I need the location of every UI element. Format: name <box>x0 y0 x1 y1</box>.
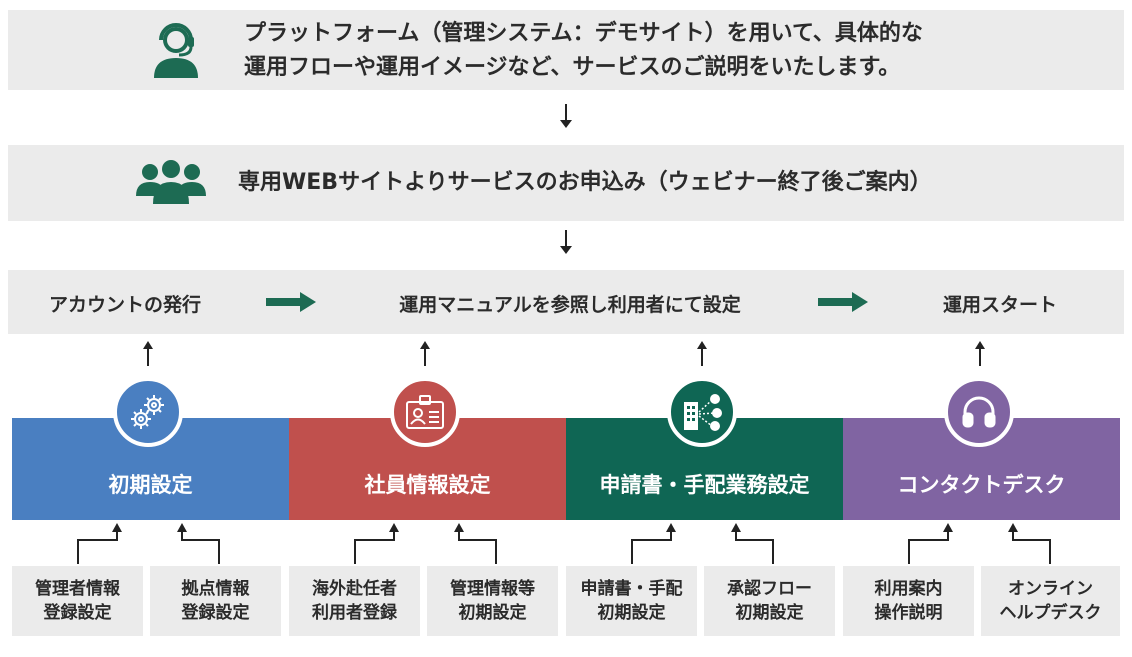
sub-label-line: 海外赴任者 <box>312 579 397 599</box>
sub-label-line: 登録設定 <box>181 603 250 623</box>
intro-line-1: プラットフォーム（管理システム：デモサイト）を用いて、具体的な <box>244 21 923 46</box>
step-start: 運用スタート <box>942 294 1057 316</box>
arrow-right-1 <box>266 292 316 312</box>
sub-label-line: ヘルプデスク <box>999 603 1102 623</box>
sub-expat-registration: 海外赴任者 利用者登録 <box>289 566 420 636</box>
sub-online-helpdesk: オンライン ヘルプデスク <box>981 566 1120 636</box>
sub-approval-flow: 承認フロー 初期設定 <box>704 566 835 636</box>
intro-line-2: 運用フローや運用イメージなど、サービスのご説明をいたします。 <box>244 55 901 80</box>
sub-site-info: 拠点情報 登録設定 <box>150 566 281 636</box>
sub-application-forms: 申請書・手配 初期設定 <box>566 566 697 636</box>
arrow-down-1 <box>560 104 572 128</box>
category-application-setup: 申請書・手配業務設定 <box>566 418 843 520</box>
sub-label-line: 初期設定 <box>458 603 527 623</box>
category-contact-desk: コンタクトデスク <box>843 418 1120 520</box>
headset-person-icon <box>154 23 198 78</box>
steps-bar <box>8 270 1124 334</box>
sub-usage-guide: 利用案内 操作説明 <box>843 566 974 636</box>
arrow-up-4 <box>975 341 985 366</box>
group-icon <box>136 160 206 204</box>
gears-icon <box>131 395 164 429</box>
category-initial-setup-label: 初期設定 <box>108 473 193 497</box>
sub-label-line: 承認フロー <box>727 579 812 599</box>
arrow-up-3 <box>697 341 707 366</box>
id-card-icon <box>406 395 444 429</box>
headphones-icon <box>962 396 996 428</box>
step-user-setup: 運用マニュアルを参照し利用者にて設定 <box>399 294 741 316</box>
arrow-right-2 <box>818 292 868 312</box>
building-network-icon-circle <box>667 377 737 447</box>
id-card-icon-circle <box>390 377 460 447</box>
sub-label-line: 管理者情報 <box>35 579 120 599</box>
application-text: 専用WEBサイトよりサービスのお申込み（ウェビナー終了後ご案内） <box>238 170 932 195</box>
arrow-down-2 <box>560 230 572 254</box>
sub-label-line: 利用者登録 <box>312 603 397 623</box>
sub-label-line: 操作説明 <box>874 603 943 623</box>
headphones-icon-circle <box>944 377 1014 447</box>
sub-label-line: オンライン <box>1008 579 1093 599</box>
sub-label-line: 利用案内 <box>874 579 943 599</box>
gears-icon-circle <box>113 377 183 447</box>
sub-management-info: 管理情報等 初期設定 <box>427 566 558 636</box>
arrow-up-2 <box>420 341 430 366</box>
sub-label-line: 拠点情報 <box>181 579 250 599</box>
sub-label-line: 申請書・手配 <box>580 579 683 599</box>
sub-connectors <box>77 523 1051 564</box>
arrow-up-1 <box>143 341 153 366</box>
sub-label-line: 登録設定 <box>43 603 112 623</box>
category-application-setup-label: 申請書・手配業務設定 <box>599 473 810 497</box>
sub-label-line: 初期設定 <box>597 603 666 623</box>
sub-label-line: 管理情報等 <box>450 579 535 599</box>
sub-label-line: 初期設定 <box>735 603 804 623</box>
step-account-issue: アカウントの発行 <box>48 294 201 316</box>
category-contact-desk-label: コンタクトデスク <box>897 473 1066 497</box>
sub-admin-info: 管理者情報 登録設定 <box>12 566 143 636</box>
building-network-icon <box>684 394 722 431</box>
category-employee-setup-label: 社員情報設定 <box>364 473 491 497</box>
